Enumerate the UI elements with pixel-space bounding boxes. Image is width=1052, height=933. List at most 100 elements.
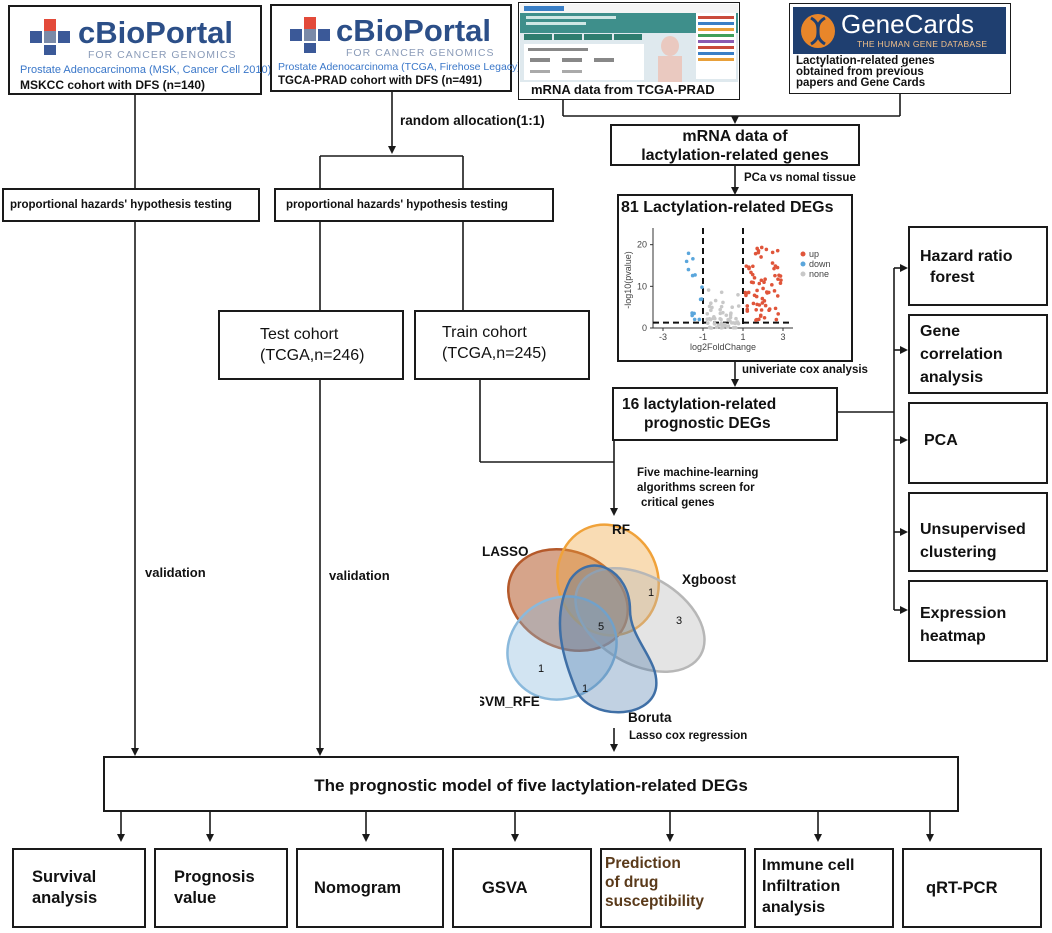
venn-label-rf: RF <box>612 522 630 537</box>
ph-test-left-box: proportional hazards' hypothesis testing <box>2 188 260 222</box>
volcano-point <box>731 325 736 330</box>
volcano-point <box>712 322 717 326</box>
volcano-point <box>759 255 763 259</box>
ph-test-mid-label: proportional hazards' hypothesis testing <box>286 199 508 211</box>
volcano-y-axis-label: -log10(pvalue) <box>623 251 633 309</box>
volcano-legend-marker <box>800 261 806 267</box>
venn-diagram: LASSO RF Xgboost SVM_RFE Boruta 1 3 5 1 … <box>480 522 736 725</box>
univariate-cox-label: univeriate cox analysis <box>742 364 868 376</box>
degs81-label: 81 Lactylation-related DEGs <box>621 199 834 216</box>
volcano-point <box>759 245 764 250</box>
tcga-source-box: cBioPortal FOR CANCER GENOMICS Prostate … <box>270 4 521 92</box>
volcano-point <box>724 313 729 318</box>
volcano-point <box>706 288 711 292</box>
volcano-point <box>750 272 755 277</box>
volcano-point <box>776 277 780 281</box>
prognosis-value-box: Prognosis value <box>154 848 288 928</box>
degs16-label: 16 lactylation-related prognostic DEGs <box>622 396 777 432</box>
volcano-point <box>757 281 762 286</box>
volcano-point <box>779 278 783 282</box>
volcano-point <box>686 251 691 256</box>
venn-count: 1 <box>538 663 544 675</box>
volcano-point <box>755 288 759 293</box>
volcano-point <box>759 308 764 312</box>
survival-analysis-label: Survival analysis <box>32 868 98 907</box>
cbioportal-logo-icon <box>290 17 330 53</box>
volcano-point <box>763 303 768 308</box>
volcano-point <box>761 286 765 291</box>
volcano-point <box>712 316 717 321</box>
volcano-point <box>692 317 697 322</box>
qrt-pcr-label: qRT-PCR <box>926 879 998 897</box>
volcano-point <box>773 264 778 268</box>
ph-test-left-label: proportional hazards' hypothesis testing <box>10 199 232 211</box>
venn-set-lasso <box>507 547 629 653</box>
random-allocation-label: random allocation(1:1) <box>400 113 545 128</box>
volcano-point <box>762 316 767 320</box>
tcga-study-link[interactable]: Prostate Adenocarcinoma (TCGA, Firehose … <box>278 61 521 73</box>
venn-label-svm-rfe: SVM_RFE <box>480 694 540 709</box>
venn-label-xgboost: Xgboost <box>682 572 736 587</box>
volcano-point <box>710 305 714 310</box>
volcano-point <box>767 307 772 311</box>
volcano-point <box>720 322 724 326</box>
cbioportal-tagline: FOR CANCER GENOMICS <box>346 47 495 59</box>
volcano-point <box>705 321 710 325</box>
volcano-point <box>755 302 759 307</box>
volcano-point <box>700 285 704 289</box>
volcano-point <box>773 273 777 278</box>
mrna-lactylation-label: mRNA data of lactylation-related genes <box>641 128 829 164</box>
volcano-point <box>752 276 757 280</box>
mskcc-caption: MSKCC cohort with DFS (n=140) <box>20 78 206 92</box>
drug-susceptibility-label: Prediction of drug susceptibility <box>605 855 705 910</box>
gene-correlation-label: Gene correlation analysis <box>920 323 1003 386</box>
volcano-point <box>734 316 738 321</box>
venn-count: 1 <box>582 683 588 695</box>
venn-set-xgboost <box>574 567 706 673</box>
volcano-point <box>778 274 783 278</box>
volcano-y-tick-label: 20 <box>637 240 647 250</box>
volcano-point <box>759 278 764 283</box>
volcano-x-tick-label: 3 <box>780 332 785 342</box>
mskcc-source-box: cBioPortal FOR CANCER GENOMICS Prostate … <box>8 5 271 95</box>
volcano-point <box>690 313 694 318</box>
prognostic-model-box: The prognostic model of five lactylation… <box>103 756 959 812</box>
volcano-point <box>719 290 724 295</box>
volcano-legend-label: none <box>809 269 829 279</box>
mskcc-study-link[interactable]: Prostate Adenocarcinoma (MSK, Cancer Cel… <box>20 64 272 76</box>
venn-count: 1 <box>648 587 654 599</box>
dna-icon <box>801 14 835 48</box>
genecards-caption: Lactylation-related genes obtained from … <box>796 55 935 89</box>
volcano-point <box>751 301 756 306</box>
volcano-point <box>693 273 697 277</box>
volcano-point <box>765 291 769 295</box>
genecards-source-box: GeneCards THE HUMAN GENE DATABASE Lactyl… <box>789 3 1011 94</box>
volcano-point <box>770 250 775 255</box>
volcano-x-tick-label: -3 <box>659 332 667 342</box>
genecards-banner: GeneCards THE HUMAN GENE DATABASE <box>793 7 1006 54</box>
cbioportal-logo-icon <box>30 19 70 55</box>
immune-infiltration-box: Immune cell Infiltration analysis <box>754 848 894 928</box>
gsva-label: GSVA <box>482 879 528 897</box>
qrt-pcr-box: qRT-PCR <box>902 848 1042 928</box>
unsupervised-clustering-box: Unsupervised clustering <box>908 492 1048 572</box>
volcano-point <box>718 307 722 312</box>
ph-test-mid-box: proportional hazards' hypothesis testing <box>274 188 554 222</box>
volcano-point <box>754 308 758 312</box>
volcano-point <box>754 294 759 299</box>
pca-box: PCA <box>908 402 1048 484</box>
pca-label: PCA <box>924 432 958 449</box>
volcano-point <box>684 259 689 264</box>
volcano-point <box>719 317 723 322</box>
volcano-point <box>770 261 775 265</box>
volcano-point <box>775 294 780 298</box>
cbioportal-tagline: FOR CANCER GENOMICS <box>88 49 237 61</box>
mrna-lactylation-box: mRNA data of lactylation-related genes <box>610 124 860 166</box>
volcano-point <box>745 304 750 308</box>
volcano-point <box>699 297 704 301</box>
volcano-point <box>707 325 712 330</box>
volcano-point <box>778 281 783 285</box>
volcano-point <box>728 319 732 323</box>
volcano-point <box>728 313 733 317</box>
